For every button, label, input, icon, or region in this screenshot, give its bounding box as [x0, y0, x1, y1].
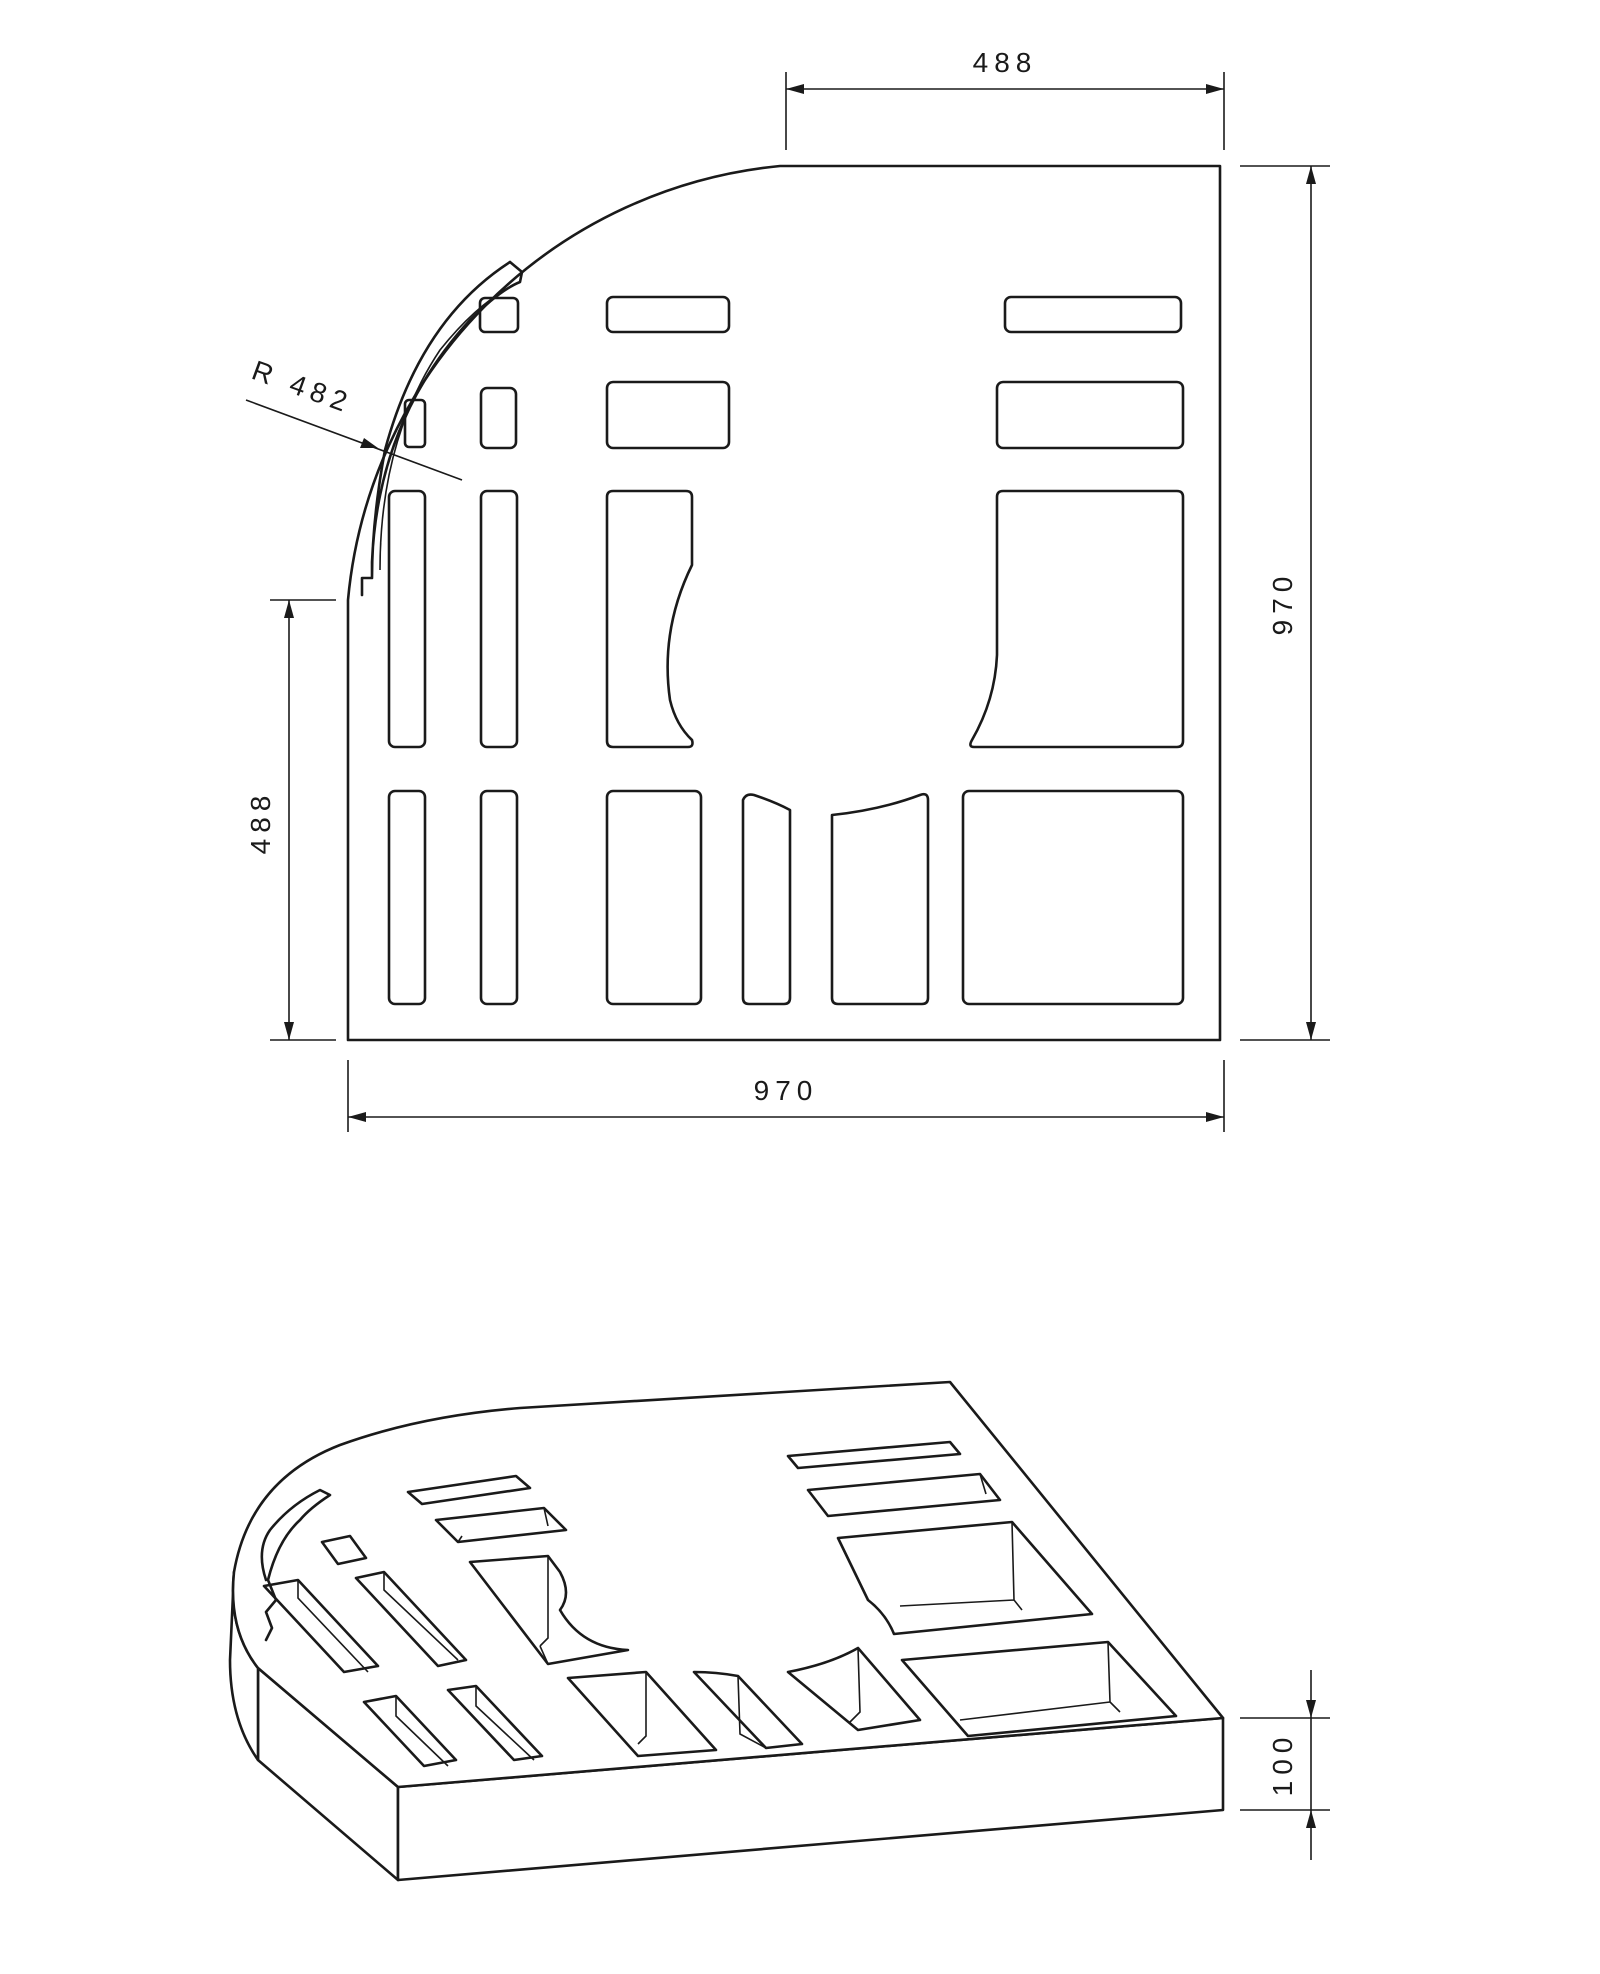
dim-radius-label: R 482	[248, 355, 357, 420]
iso-slot-5	[262, 1578, 380, 1674]
iso-slot-2	[434, 1506, 568, 1544]
slot-r4-b	[479, 789, 519, 1006]
iso-slot-12	[786, 1440, 962, 1470]
iso-slot-1	[406, 1474, 532, 1506]
slot-r2-c	[605, 380, 731, 450]
iso-slot-3	[320, 1534, 368, 1566]
dim-height-label: 100	[1267, 1732, 1298, 1797]
slot-r4-d	[741, 793, 792, 1006]
plan-view: 488 970 488 970	[245, 47, 1330, 1132]
dim-bottom: 970	[347, 1060, 1225, 1132]
iso-slot-4	[354, 1570, 468, 1668]
slot-r1-b	[605, 295, 731, 334]
slot-r1-a	[478, 296, 520, 334]
slot-r3-a	[387, 489, 427, 749]
slot-r4-e	[830, 792, 930, 1006]
iso-top-face	[231, 1380, 1225, 1789]
plan-arc-rim-inner	[379, 281, 521, 571]
dim-top-label: 488	[973, 47, 1038, 78]
dim-right: 970	[1240, 165, 1330, 1041]
dim-top: 488	[785, 47, 1225, 150]
iso-slot-15	[900, 1640, 1178, 1738]
iso-slot-14	[836, 1520, 1094, 1636]
iso-slot-9	[566, 1670, 718, 1758]
dim-right-label: 970	[1267, 571, 1298, 636]
dim-left-label: 488	[245, 790, 276, 855]
iso-slot-8	[468, 1554, 630, 1666]
slot-r2-d	[995, 380, 1185, 450]
plan-outline	[346, 164, 1222, 1042]
iso-slot-13	[806, 1472, 1002, 1518]
iso-slot-11	[786, 1646, 922, 1732]
iso-slot-10	[692, 1670, 804, 1750]
iso-view: 100	[228, 1380, 1330, 1882]
iso-slots	[262, 1440, 1178, 1768]
dim-height: 100	[1240, 1670, 1330, 1860]
iso-slot-7	[446, 1684, 544, 1762]
plan-arc-rim	[360, 260, 524, 597]
iso-slot-6	[362, 1694, 458, 1768]
slot-r2-a	[403, 398, 427, 449]
slot-r3-c	[605, 489, 694, 749]
slot-r3-b	[479, 489, 519, 749]
slot-r4-a	[387, 789, 427, 1006]
slot-r2-b	[479, 386, 518, 450]
slot-r4-c	[605, 789, 703, 1006]
dim-left: 488	[245, 599, 336, 1041]
slot-r4-f	[961, 789, 1185, 1006]
dim-bottom-label: 970	[754, 1075, 819, 1106]
iso-arc-rim	[260, 1488, 332, 1642]
slot-r1-c	[1003, 295, 1183, 334]
slot-r3-d	[969, 489, 1185, 749]
